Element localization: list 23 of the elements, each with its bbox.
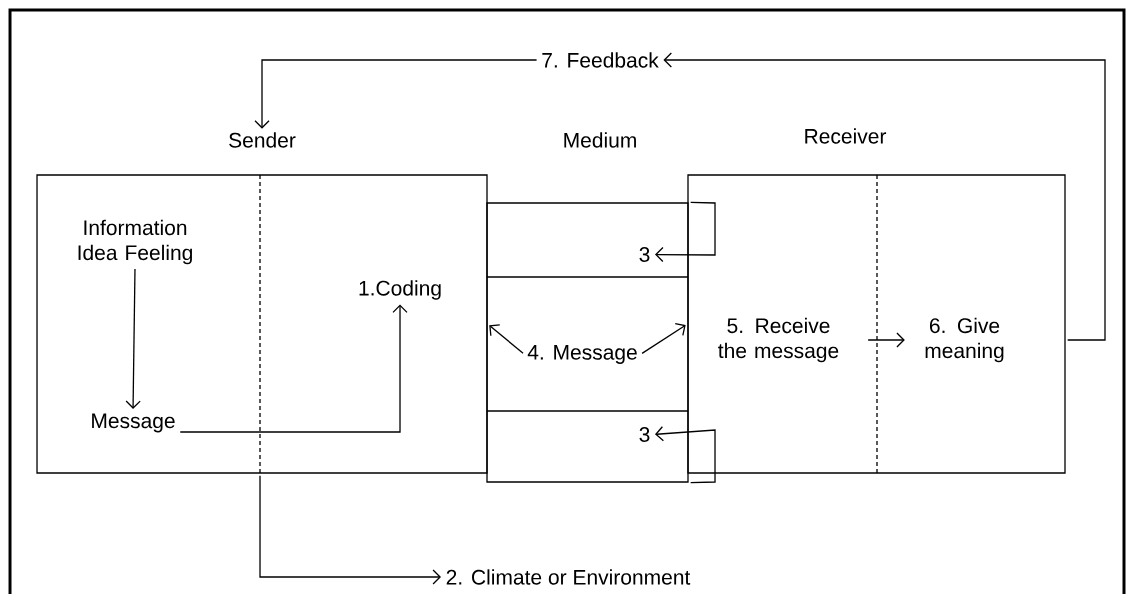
arrow [125, 268, 141, 409]
step-label: 3 [639, 427, 650, 442]
node-label: Receiver [805, 128, 887, 144]
step-label: 3 [639, 247, 650, 262]
step-label: 2. Climate or Environment [446, 569, 691, 585]
arrow [655, 201, 716, 263]
arrow [254, 59, 538, 129]
arrow [867, 332, 905, 348]
arrow [641, 322, 686, 355]
step-label: Message [92, 413, 175, 433]
step-label: 1.Coding [359, 280, 441, 300]
arrow [179, 304, 408, 433]
step-label: 4. Message [527, 345, 637, 364]
arrow [489, 324, 524, 354]
node-label: Medium [564, 132, 636, 148]
step-label: Information Idea Feeling [78, 219, 192, 265]
step-label: 6. Give meaning [925, 317, 1004, 363]
arrow [259, 475, 441, 585]
arrow [655, 426, 716, 484]
arrow [663, 52, 1106, 341]
step-label: 5. Receive the message [718, 317, 839, 363]
node-label: Sender [229, 132, 296, 148]
step-label: 7. Feedback [542, 52, 659, 68]
